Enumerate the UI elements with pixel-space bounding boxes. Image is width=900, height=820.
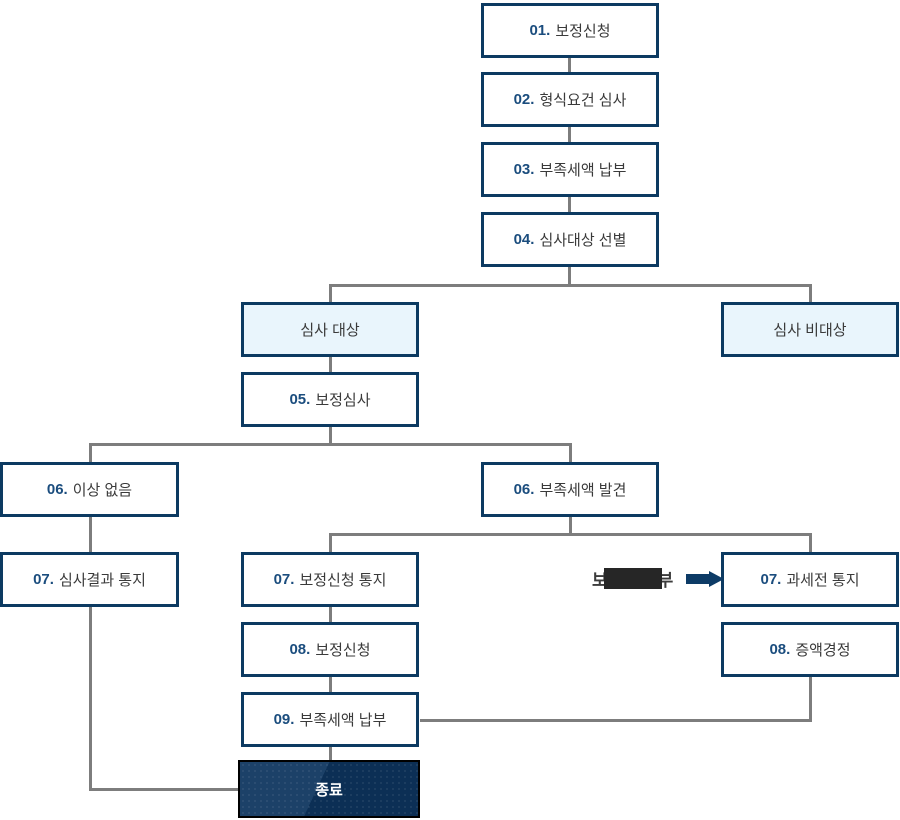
connector-step08a-step09 — [329, 677, 332, 692]
connector-step07a-down — [89, 607, 92, 791]
connector-step06a-step07a — [89, 517, 92, 552]
node-step05: 05. 보정심사 — [241, 372, 419, 427]
node-end-label: 종료 — [315, 781, 343, 799]
node-step02-number: 02. — [513, 91, 535, 108]
node-step08a-number: 08. — [289, 641, 311, 658]
connector-split-step07b — [329, 533, 332, 552]
node-step08a: 08. 보정신청 — [241, 622, 419, 677]
node-step06a-label: 이상 없음 — [72, 482, 133, 499]
node-step06b-number: 06. — [513, 481, 535, 498]
connector-step06b-split — [569, 517, 572, 534]
connector-split-step07-row — [329, 533, 812, 536]
connector-step07a-end — [89, 788, 238, 791]
connector-step09-end — [329, 747, 332, 760]
connector-step07b-step08a — [329, 607, 332, 622]
node-step08b-label: 증액경정 — [795, 642, 851, 659]
redacted-annotation: 보 부 — [592, 566, 673, 590]
node-step09-number: 09. — [273, 711, 295, 728]
node-step05-label: 보정심사 — [315, 392, 371, 409]
connector-split-nontarget — [809, 284, 812, 302]
node-step07c-label: 과세전 통지 — [786, 572, 860, 589]
node-step08a-label: 보정신청 — [315, 642, 371, 659]
connector-split-step06a — [89, 443, 92, 462]
node-step05-number: 05. — [289, 391, 311, 408]
node-step04: 04. 심사대상 선별 — [481, 212, 659, 267]
node-step01: 01. 보정신청 — [481, 3, 659, 58]
node-step07a: 07. 심사결과 통지 — [0, 552, 179, 607]
connector-step03-step04 — [568, 197, 571, 212]
node-step01-number: 01. — [529, 22, 551, 39]
node-step07b-label: 보정신청 통지 — [299, 572, 387, 589]
node-step06a: 06. 이상 없음 — [0, 462, 179, 517]
connector-split-step06-row — [89, 443, 572, 446]
node-step02: 02. 형식요건 심사 — [481, 72, 659, 127]
node-step01-label: 보정신청 — [555, 23, 611, 40]
connector-split-step06b — [569, 443, 572, 462]
node-review-target-label: 심사 대상 — [300, 322, 360, 339]
node-step03-number: 03. — [513, 161, 535, 178]
node-step03-label: 부족세액 납부 — [539, 162, 627, 179]
node-step06a-number: 06. — [46, 481, 68, 498]
arrow-right-icon — [686, 571, 724, 587]
redaction-bar — [603, 567, 662, 589]
node-step07b: 07. 보정신청 통지 — [241, 552, 419, 607]
node-step07c: 07. 과세전 통지 — [721, 552, 899, 607]
connector-split-step07c — [809, 533, 812, 552]
node-step08b: 08. 증액경정 — [721, 622, 899, 677]
connector-step02-step03 — [568, 127, 571, 142]
connector-step05-split — [329, 427, 332, 444]
node-step07c-number: 07. — [760, 571, 782, 588]
node-step04-number: 04. — [513, 231, 535, 248]
connector-step08b-step09 — [420, 719, 812, 722]
node-step04-label: 심사대상 선별 — [539, 232, 627, 249]
connector-step04-split — [568, 267, 571, 285]
node-review-nontarget: 심사 비대상 — [721, 302, 899, 357]
node-step07b-number: 07. — [273, 571, 295, 588]
node-end: 종료 — [238, 760, 420, 818]
connector-step08b-down — [809, 677, 812, 722]
node-step07a-number: 07. — [33, 571, 54, 588]
node-step02-label: 형식요건 심사 — [539, 92, 627, 109]
node-step09: 09. 부족세액 납부 — [241, 692, 419, 747]
connector-target-step05 — [329, 357, 332, 372]
node-step06b-label: 부족세액 발견 — [539, 482, 627, 499]
connector-split-target — [329, 284, 332, 302]
node-step07a-label: 심사결과 통지 — [58, 572, 146, 589]
node-step09-label: 부족세액 납부 — [299, 712, 387, 729]
node-step06b: 06. 부족세액 발견 — [481, 462, 659, 517]
node-step08b-number: 08. — [769, 641, 791, 658]
connector-split-target-row — [329, 284, 812, 287]
connector-step01-step02 — [568, 58, 571, 72]
node-review-nontarget-label: 심사 비대상 — [773, 322, 847, 339]
node-step03: 03. 부족세액 납부 — [481, 142, 659, 197]
node-review-target: 심사 대상 — [241, 302, 419, 357]
